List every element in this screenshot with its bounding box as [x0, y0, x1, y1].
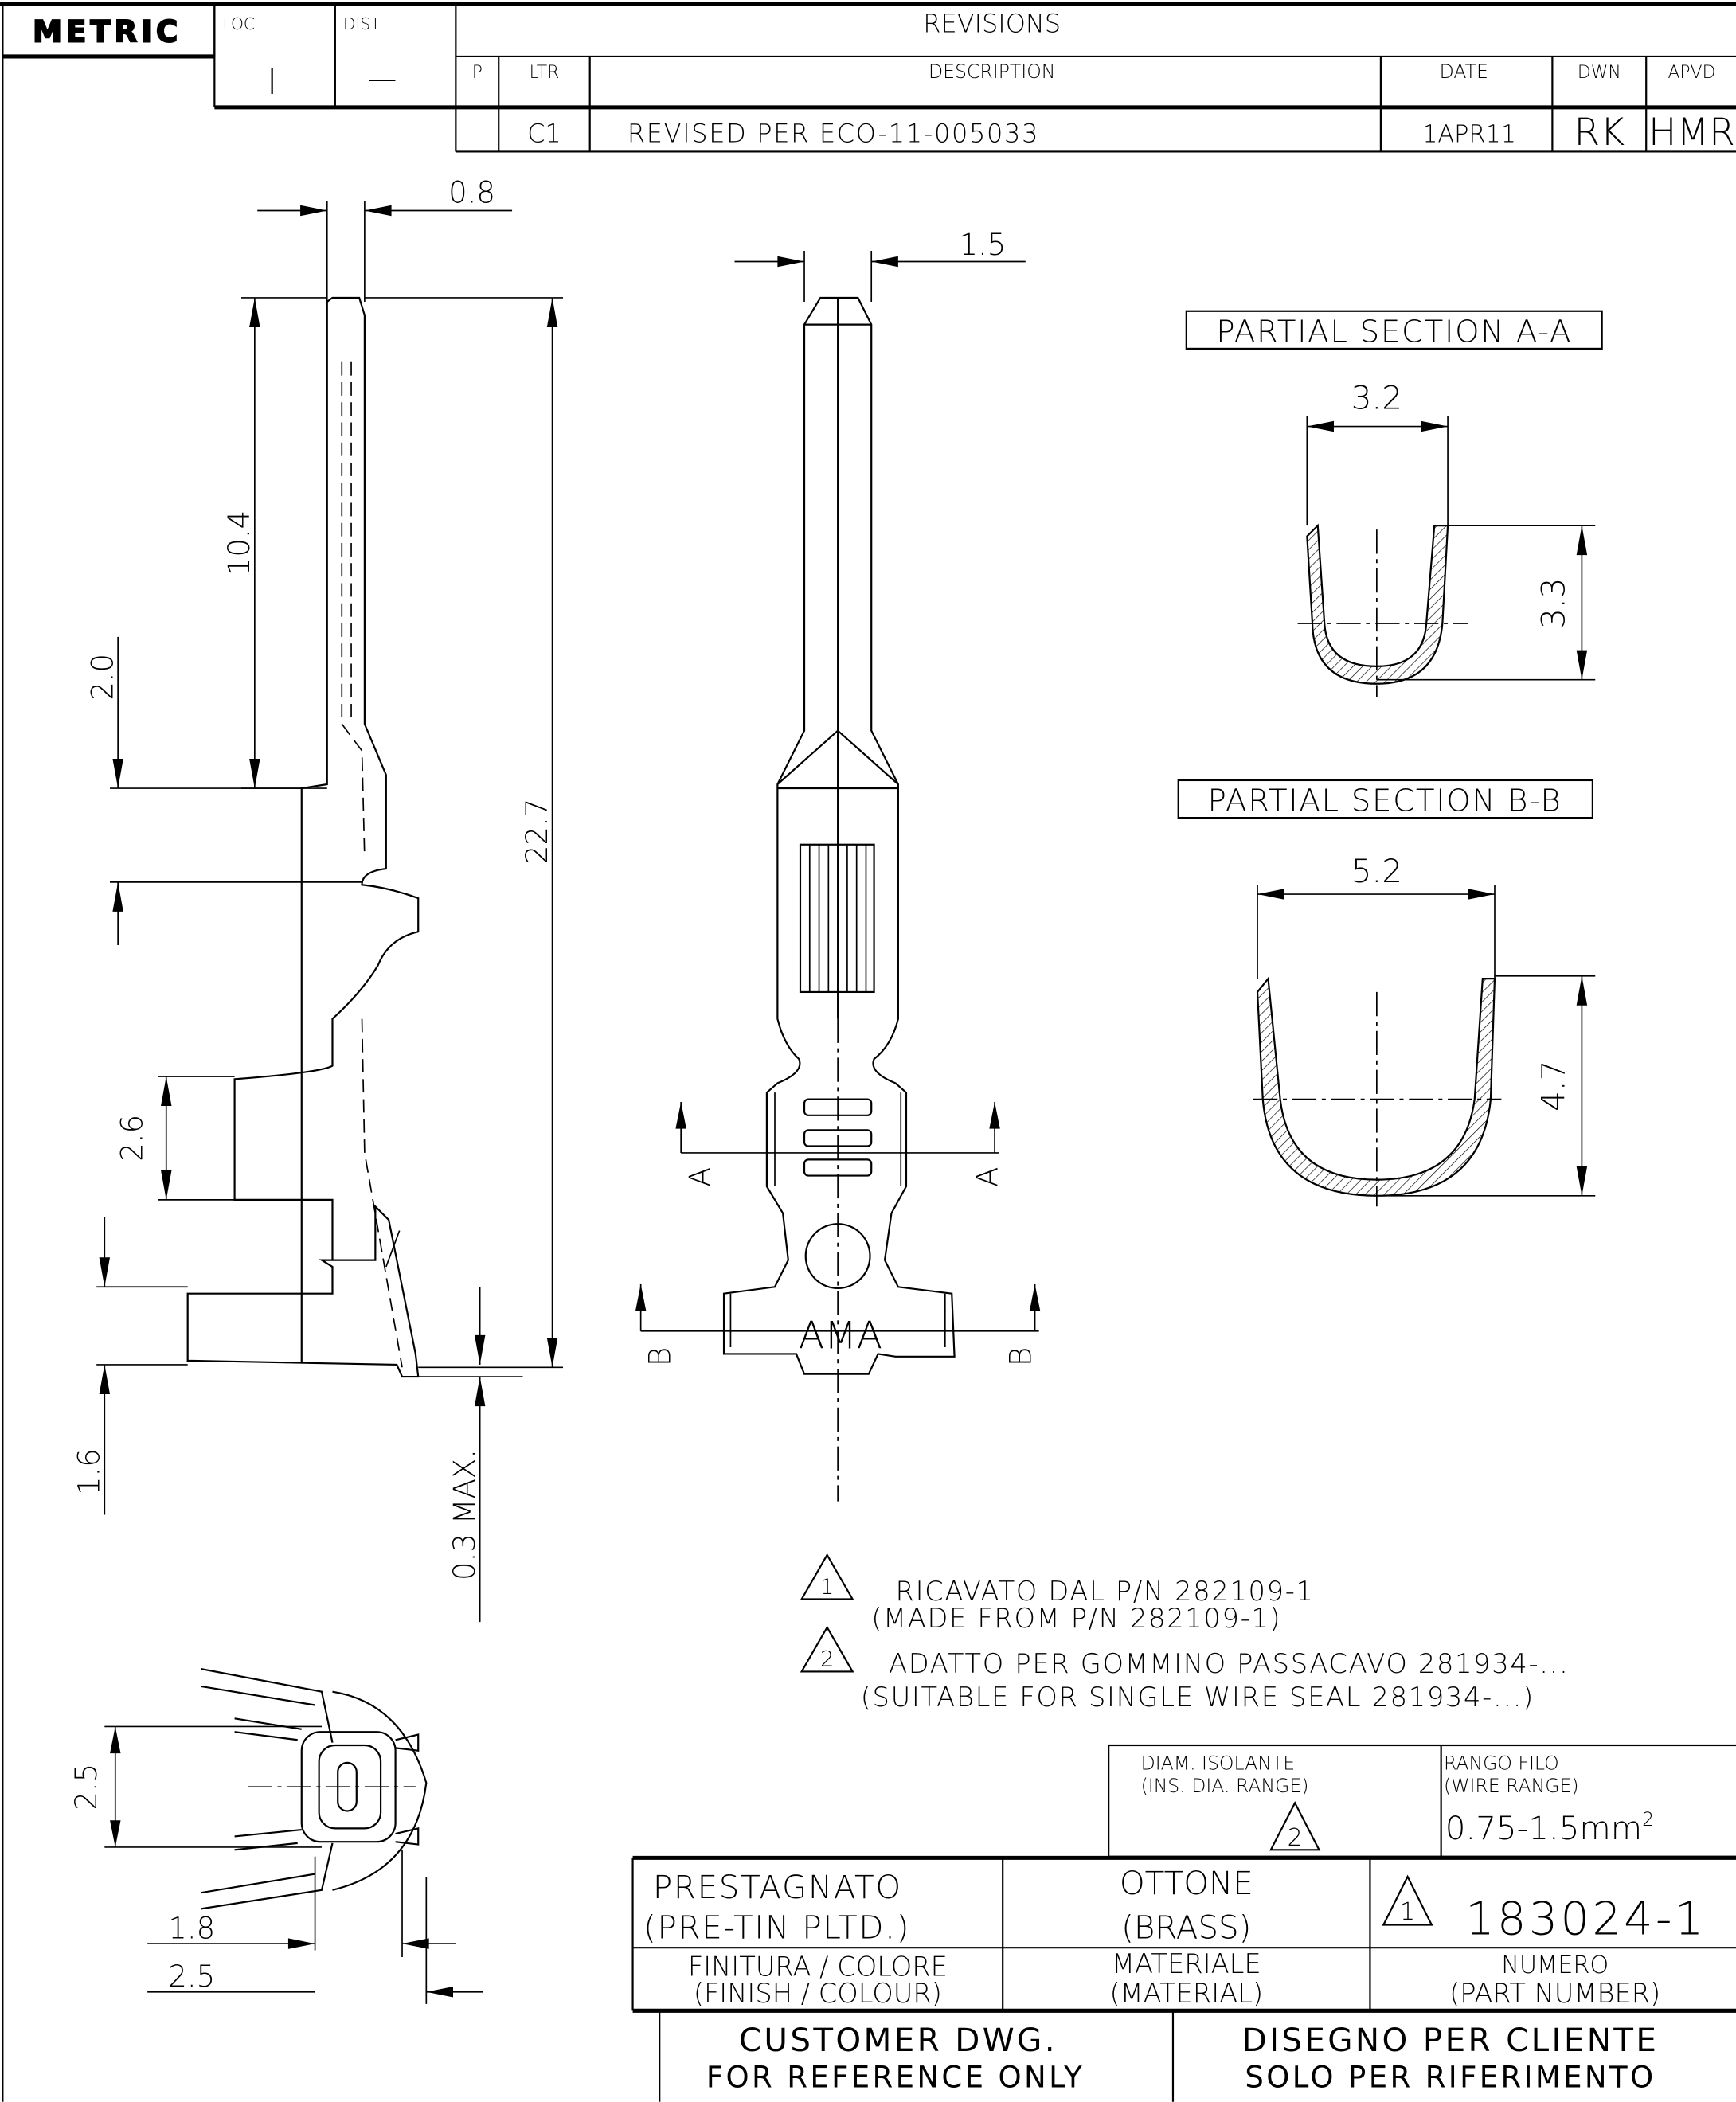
svg-text:1: 1 [1400, 1898, 1415, 1926]
dim-5-2: 5.2 [1351, 852, 1402, 890]
side-view: 0.8 10.4 22.7 2.0 2.6 1.6 0.3 MAX. [72, 175, 564, 1623]
dim-0-8: 0.8 [448, 175, 495, 209]
section-b-marker-right: B [1004, 1347, 1038, 1366]
col-p: P [472, 63, 483, 83]
section-b-b: PARTIAL SECTION B-B 5.2 4.7 [1177, 779, 1596, 1207]
note-2-line2: (SUITABLE FOR SINGLE WIRE SEAL 281934-..… [861, 1682, 1535, 1713]
rev-description: REVISED PER ECO-11-005033 [628, 119, 1039, 149]
note-1: 1 RICAVATO DAL P/N 282109-1 (MADE FROM P… [800, 1553, 1315, 1634]
col-apvd: APVD [1668, 63, 1715, 83]
material-label-en: (MATERIAL) [1109, 1978, 1263, 2009]
dim-1-6: 1.6 [72, 1448, 107, 1495]
end-view: 2.5 1.8 2.5 [69, 1667, 483, 2004]
dim-10-4: 10.4 [222, 510, 256, 576]
metric-label: METRIC [33, 14, 182, 49]
notes: 1 RICAVATO DAL P/N 282109-1 (MADE FROM P… [800, 1553, 1569, 1713]
title-block: DIAM. ISOLANTE (INS. DIA. RANGE) 2 RANGO… [631, 1744, 1736, 2102]
logo-mark: AMA [799, 1315, 882, 1358]
finish-label: FINITURA / COLORE [688, 1952, 948, 1983]
section-a-marker-left: A [683, 1167, 717, 1187]
dim-3-2: 3.2 [1351, 379, 1402, 417]
ins-dia-label: DIAM. ISOLANTE [1141, 1752, 1296, 1774]
note-2: 2 ADATTO PER GOMMINO PASSACAVO 281934-..… [800, 1625, 1569, 1713]
section-a-a: PARTIAL SECTION A-A 3.2 3.3 [1185, 310, 1603, 697]
note-2-line1: ADATTO PER GOMMINO PASSACAVO 281934-... [889, 1648, 1569, 1679]
wire-range-label-en: (WIRE RANGE) [1444, 1775, 1579, 1797]
solo-riferimento: SOLO PER RIFERIMENTO [1245, 2060, 1656, 2094]
svg-text:2: 2 [1288, 1824, 1303, 1852]
dist-label: DIST [343, 14, 381, 33]
dim-1-5: 1.5 [959, 228, 1006, 262]
disegno-cliente: DISEGNO PER CLIENTE [1242, 2021, 1660, 2059]
dim-22-7: 22.7 [520, 799, 554, 864]
dim-2-5-width: 2.5 [168, 1959, 215, 1994]
section-a-title: PARTIAL SECTION A-A [1216, 314, 1572, 350]
part-number: 183024-1 [1465, 1893, 1706, 1945]
ins-dia-label-en: (INS. DIA. RANGE) [1141, 1775, 1309, 1797]
dim-2-5-height: 2.5 [69, 1764, 104, 1811]
dim-3-3: 3.3 [1535, 578, 1573, 629]
rev-date: 1APR11 [1422, 121, 1516, 149]
dim-2-0: 2.0 [85, 654, 119, 701]
rev-dwn: RK [1574, 111, 1625, 154]
loc-label: LOC [222, 14, 255, 33]
wire-range-label: RANGO FILO [1444, 1752, 1559, 1774]
dim-4-7: 4.7 [1535, 1061, 1573, 1112]
revision-row: C1 REVISED PER ECO-11-005033 1APR11 RK H… [527, 111, 1735, 154]
part-label: NUMERO [1501, 1952, 1609, 1979]
customer-dwg: CUSTOMER DWG. [739, 2021, 1058, 2059]
dim-0-3-max: 0.3 MAX. [448, 1449, 482, 1580]
front-view: AMA 1.5 A A B B [635, 228, 1041, 1502]
revision-triangle-icon [1269, 1800, 1321, 1851]
loc-value: I [267, 62, 277, 103]
revision-triangle-icon [1382, 1874, 1433, 1926]
col-date: DATE [1440, 61, 1488, 83]
dim-1-8: 1.8 [168, 1911, 215, 1945]
note-1-line2: (MADE FROM P/N 282109-1) [871, 1603, 1281, 1634]
dim-2-6: 2.6 [115, 1115, 149, 1162]
note-1-line1: RICAVATO DAL P/N 282109-1 [896, 1576, 1315, 1607]
finish-value-en: (PRE-TIN PLTD.) [643, 1908, 910, 1946]
revision-triangle-icon [800, 1625, 854, 1673]
col-description: DESCRIPTION [929, 61, 1055, 83]
material-label: MATERIALE [1112, 1948, 1261, 1979]
revision-triangle-icon [800, 1553, 854, 1600]
material-value: OTTONE [1120, 1864, 1253, 1902]
dist-value: — [367, 61, 397, 96]
finish-label-en: (FINISH / COLOUR) [694, 1978, 942, 2009]
reference-only: FOR REFERENCE ONLY [706, 2060, 1085, 2094]
col-ltr: LTR [530, 63, 560, 83]
rev-apvd: HMR [1648, 111, 1735, 154]
section-a-marker-right: A [970, 1167, 1004, 1187]
svg-text:1: 1 [820, 1575, 834, 1600]
section-b-marker-left: B [643, 1347, 678, 1366]
revisions-title: REVISIONS [923, 9, 1061, 39]
col-dwn: DWN [1578, 63, 1621, 83]
material-value-en: (BRASS) [1121, 1908, 1251, 1946]
svg-text:2: 2 [820, 1647, 834, 1672]
part-label-en: (PART NUMBER) [1449, 1978, 1660, 2009]
finish-value: PRESTAGNATO [653, 1868, 902, 1906]
wire-range-value: 0.75-1.5mm2 [1445, 1808, 1654, 1847]
section-b-title: PARTIAL SECTION B-B [1208, 783, 1562, 819]
rev-ltr: C1 [527, 119, 561, 149]
